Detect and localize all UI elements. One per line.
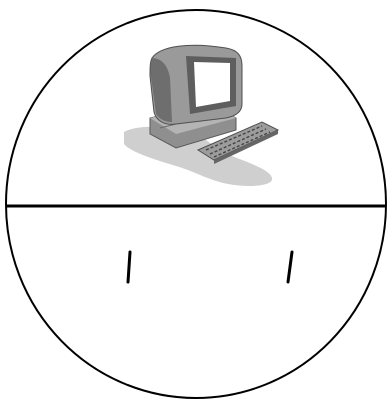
desktop-computer-icon — [124, 45, 278, 186]
tick-mark-left — [128, 252, 130, 282]
computer-screen — [194, 62, 230, 107]
tick-mark-right — [288, 252, 292, 282]
